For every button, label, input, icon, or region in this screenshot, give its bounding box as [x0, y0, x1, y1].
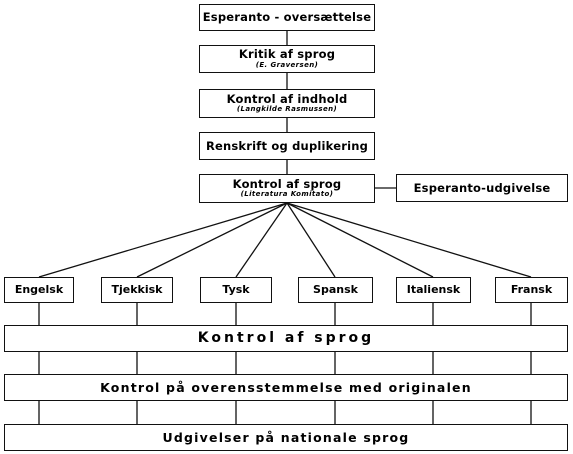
connector-fan-1	[136, 202, 288, 278]
connector-fan-5	[286, 202, 532, 278]
node-esperanto-oversaettelse: Esperanto - oversættelse	[199, 4, 375, 31]
node-label: Kontrol af sprog	[232, 176, 342, 191]
node-renskrift: Renskrift og duplikering	[199, 132, 375, 160]
node-sublabel: (Literatura Komitato)	[240, 190, 334, 199]
node-language-tjekkisk: Tjekkisk	[101, 277, 173, 303]
node-kontrol-af-sprog: Kontrol af sprog (Literatura Komitato)	[199, 174, 375, 203]
node-label: Renskrift og duplikering	[205, 138, 369, 153]
language-label: Tysk	[222, 282, 250, 296]
node-language-tysk: Tysk	[200, 277, 272, 303]
row-label: Kontrol af sprog	[197, 329, 375, 346]
node-language-italiensk: Italiensk	[396, 277, 471, 303]
node-label: Kontrol af indhold	[226, 91, 348, 106]
language-label: Fransk	[510, 282, 553, 296]
connector-fan-0	[38, 202, 288, 278]
node-label: Esperanto - oversættelse	[202, 10, 372, 25]
node-label: Esperanto-udgivelse	[413, 180, 551, 195]
node-esperanto-udgivelse: Esperanto-udgivelse	[396, 174, 568, 202]
connector-fan-4	[286, 202, 434, 278]
connector-fan-2	[235, 202, 288, 278]
node-sublabel: (E. Graversen)	[255, 60, 319, 69]
row-kontrol-overensstemmelse: Kontrol på overensstemmelse med original…	[4, 374, 568, 401]
row-kontrol-af-sprog: Kontrol af sprog	[4, 325, 568, 352]
node-kritik-af-sprog: Kritik af sprog (E. Graversen)	[199, 45, 375, 73]
row-label: Udgivelser på nationale sprog	[162, 429, 410, 445]
language-label: Italiensk	[406, 282, 461, 296]
node-language-spansk: Spansk	[298, 277, 373, 303]
language-label: Spansk	[313, 282, 358, 296]
node-language-fransk: Fransk	[495, 277, 568, 303]
node-sublabel: (Langkilde Rasmussen)	[236, 105, 338, 114]
node-language-engelsk: Engelsk	[4, 277, 74, 303]
connector-fan-3	[286, 202, 336, 278]
language-label: Tjekkisk	[111, 282, 163, 296]
row-udgivelser: Udgivelser på nationale sprog	[4, 424, 568, 451]
row-label: Kontrol på overensstemmelse med original…	[100, 379, 472, 395]
node-kontrol-af-indhold: Kontrol af indhold (Langkilde Rasmussen)	[199, 89, 375, 118]
node-label: Kritik af sprog	[238, 47, 336, 62]
language-label: Engelsk	[14, 282, 64, 296]
